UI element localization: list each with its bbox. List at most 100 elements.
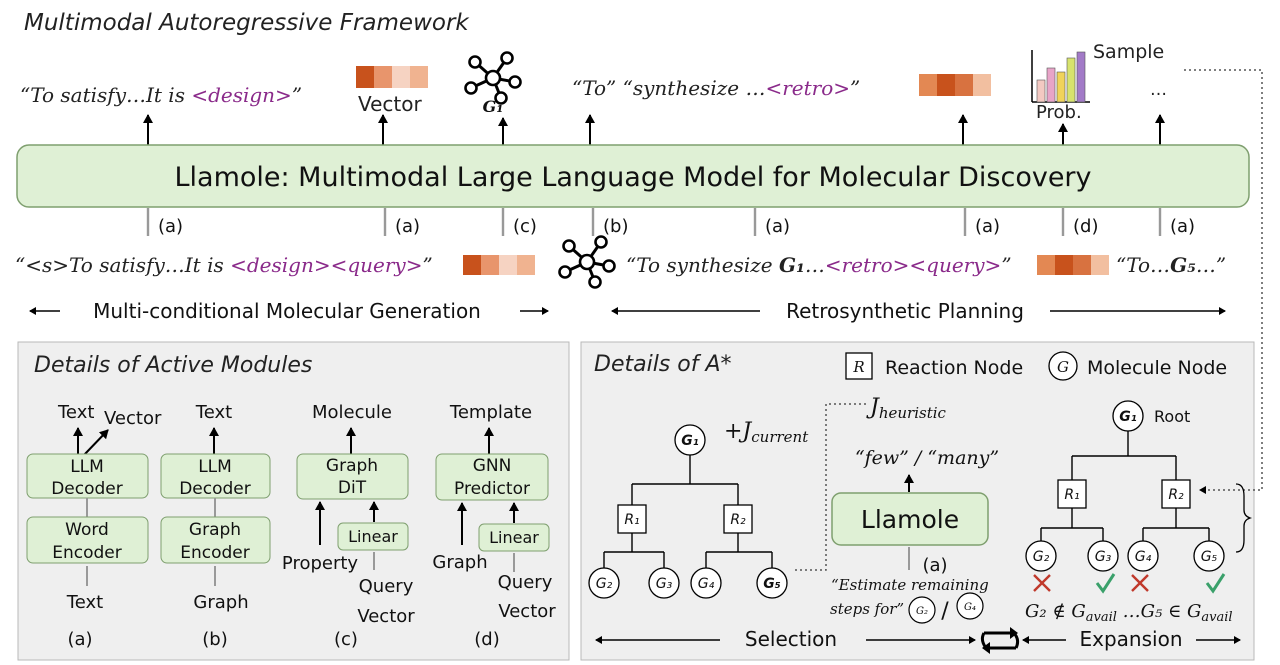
vector-top-right-cell <box>919 74 937 96</box>
molecule-icon-top <box>464 51 522 105</box>
module-tag: (a) <box>975 216 1000 237</box>
module-a-input: Text <box>66 592 103 613</box>
estimate-node-g2-label: G₂ <box>916 606 928 617</box>
reaction-node-label: R₁ <box>624 512 639 528</box>
module-tag: (a) <box>1170 216 1195 237</box>
few-many: “few” / “many” <box>855 447 999 469</box>
module-b-tag: (b) <box>202 629 227 650</box>
vector-bottom-left-cell <box>499 255 517 275</box>
legend: R Reaction Node G Molecule Node <box>845 351 1227 381</box>
molecule-node <box>588 567 620 599</box>
check-icon-g5 <box>1205 573 1226 594</box>
molecule-node-label: G₁ <box>1119 409 1137 425</box>
module-d-tag: (d) <box>474 629 499 650</box>
reaction-node <box>617 504 647 534</box>
module-a: Text Vector LLM Decoder Word Encoder Tex… <box>26 402 162 650</box>
bottom-mid-prompt: “To synthesize G₁…<retro><query>” <box>626 253 1012 277</box>
molecule-node-label: G₃ <box>656 576 673 592</box>
section-left-label: Multi-conditional Molecular Generation <box>93 299 481 323</box>
module-d-in-query: Query <box>498 572 553 593</box>
framework-title: Multimodal Autoregressive Framework <box>24 10 470 36</box>
module-tag: (c) <box>513 216 537 237</box>
legend-molecule-label: Molecule Node <box>1087 357 1227 379</box>
module-a-tag: (a) <box>67 629 92 650</box>
molecule-node-label: G₅ <box>763 576 781 592</box>
molecule-node <box>1127 540 1159 572</box>
llamole-tag: (a) <box>922 555 947 576</box>
molecule-node-label: G₅ <box>1201 549 1218 565</box>
module-a-out-vector: Vector <box>104 408 162 429</box>
reaction-node-label: R₁ <box>1064 487 1079 503</box>
legend-reaction-swatch <box>845 352 873 380</box>
vector-bottom-right-cell <box>1037 255 1055 275</box>
reaction-node-label: R₂ <box>730 512 746 528</box>
molecule-node <box>674 424 706 456</box>
main-model-label: Llamole: Multimodal Large Language Model… <box>174 162 1091 193</box>
molecule-node <box>1087 540 1119 572</box>
molecule-atom <box>508 75 522 89</box>
module-d-in-graph: Graph <box>432 552 487 573</box>
vector-cells-top-right <box>919 74 991 96</box>
llamole-label: Llamole <box>861 505 959 534</box>
module-d-box-l2: Predictor <box>454 479 530 499</box>
module-a-encoder-l2: Encoder <box>52 543 122 563</box>
vector-bottom-left-cell <box>463 255 481 275</box>
module-d-box-l1: GNN <box>473 456 512 476</box>
molecule-atom <box>468 55 482 69</box>
prob-bar <box>1036 79 1046 103</box>
module-b-graph-encoder <box>160 516 271 564</box>
vector-top-right-cell <box>937 74 955 96</box>
active-modules-title: Details of Active Modules <box>34 353 312 378</box>
molecule-atom <box>494 91 508 105</box>
j-current: +Jcurrent <box>724 419 809 446</box>
vector-bottom-right-cell <box>1055 255 1073 275</box>
selection-label: Selection <box>745 627 837 651</box>
cross-icon-g2 <box>1033 574 1051 592</box>
module-c-in-query: Query <box>359 576 414 597</box>
module-tag: (d) <box>1073 216 1098 237</box>
vector-top-cell <box>356 66 374 88</box>
estimate-line2: steps for” <box>830 600 904 618</box>
module-d: Template GNN Predictor Linear Graph Quer… <box>432 402 556 650</box>
molecule-node-label: G₃ <box>1095 549 1112 565</box>
vector-top-right-cell <box>955 74 973 96</box>
llamole-box <box>831 492 989 546</box>
legend-reaction-label: Reaction Node <box>885 357 1023 379</box>
vector-top-right-cell <box>973 74 991 96</box>
prob-bar <box>1056 71 1066 103</box>
estimate-nodes: G₂ / G₄ <box>908 592 984 624</box>
molecule-atom <box>588 275 602 289</box>
module-d-gnn-predictor <box>435 453 549 501</box>
module-a-encoder-l1: Word <box>65 520 109 540</box>
vector-cells-top <box>356 66 428 88</box>
sample-label: Sample <box>1093 41 1164 63</box>
module-d-out: Template <box>449 402 532 423</box>
prob-bar <box>1076 51 1086 103</box>
vector-bottom-right-cell <box>1073 255 1091 275</box>
module-b-decoder-l2: Decoder <box>179 479 251 499</box>
module-c-linear <box>337 522 409 551</box>
cross-icon-g4 <box>1131 574 1149 592</box>
vector-top-cell <box>392 66 410 88</box>
cycle-icon <box>980 627 1020 654</box>
output-arrows <box>143 114 1165 145</box>
top-synthesize-text: “To” “synthesize …<retro>” <box>572 76 860 100</box>
vector-label: Vector <box>358 92 423 116</box>
check-icon-g3 <box>1095 573 1116 594</box>
molecule-node <box>690 567 722 599</box>
j-heuristic: Jheuristic <box>866 395 947 422</box>
estimate-node-g4-label: G₄ <box>964 602 976 613</box>
vector-cells-bottom-left <box>463 255 535 275</box>
module-a-word-encoder <box>26 516 149 564</box>
module-d-linear-label: Linear <box>489 528 539 547</box>
molecule-node-label: G₁ <box>681 433 699 449</box>
availability-text: G₂ ∉ Gavail …G₅ ∈ Gavail <box>1025 601 1233 625</box>
module-c-out: Molecule <box>312 402 392 423</box>
legend-molecule-swatch <box>1048 351 1078 381</box>
module-b-input: Graph <box>193 592 248 613</box>
vector-bottom-left-cell <box>481 255 499 275</box>
module-c: Molecule Graph DiT Linear Property Query… <box>282 402 415 650</box>
module-b-out: Text <box>195 402 232 423</box>
